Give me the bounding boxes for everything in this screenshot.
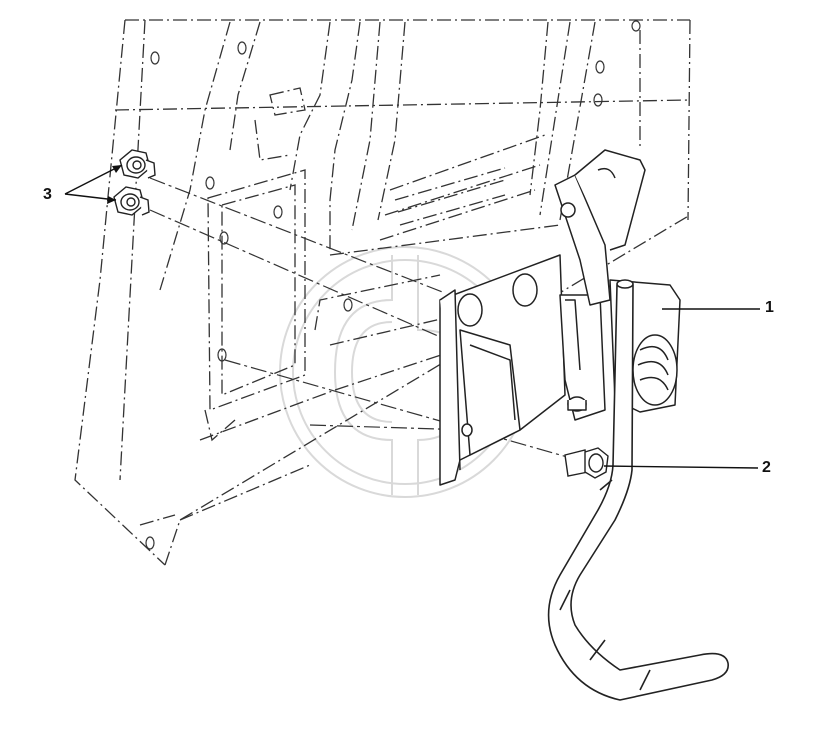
arrowhead-3b	[107, 196, 116, 204]
leader-lines	[64, 164, 760, 469]
assembly-axis-lines	[149, 177, 586, 463]
lock-nut-lower	[113, 186, 150, 216]
bolt-hex	[564, 447, 609, 479]
arrowhead-3a	[112, 165, 122, 173]
leader-arrowheads	[107, 165, 122, 204]
latch-bracket-assembly	[439, 149, 681, 486]
leader-line-3b	[64, 193, 117, 201]
callout-3-label: 3	[43, 186, 52, 203]
lock-nut-upper	[119, 149, 156, 179]
leader-line-2	[603, 465, 759, 469]
frame-holes	[145, 20, 641, 550]
machine-frame-phantom	[74, 19, 691, 566]
leader-line-3a	[64, 164, 123, 195]
callout-2-label: 2	[762, 459, 771, 476]
control-rod	[547, 279, 729, 701]
callout-1-label: 1	[765, 299, 774, 316]
